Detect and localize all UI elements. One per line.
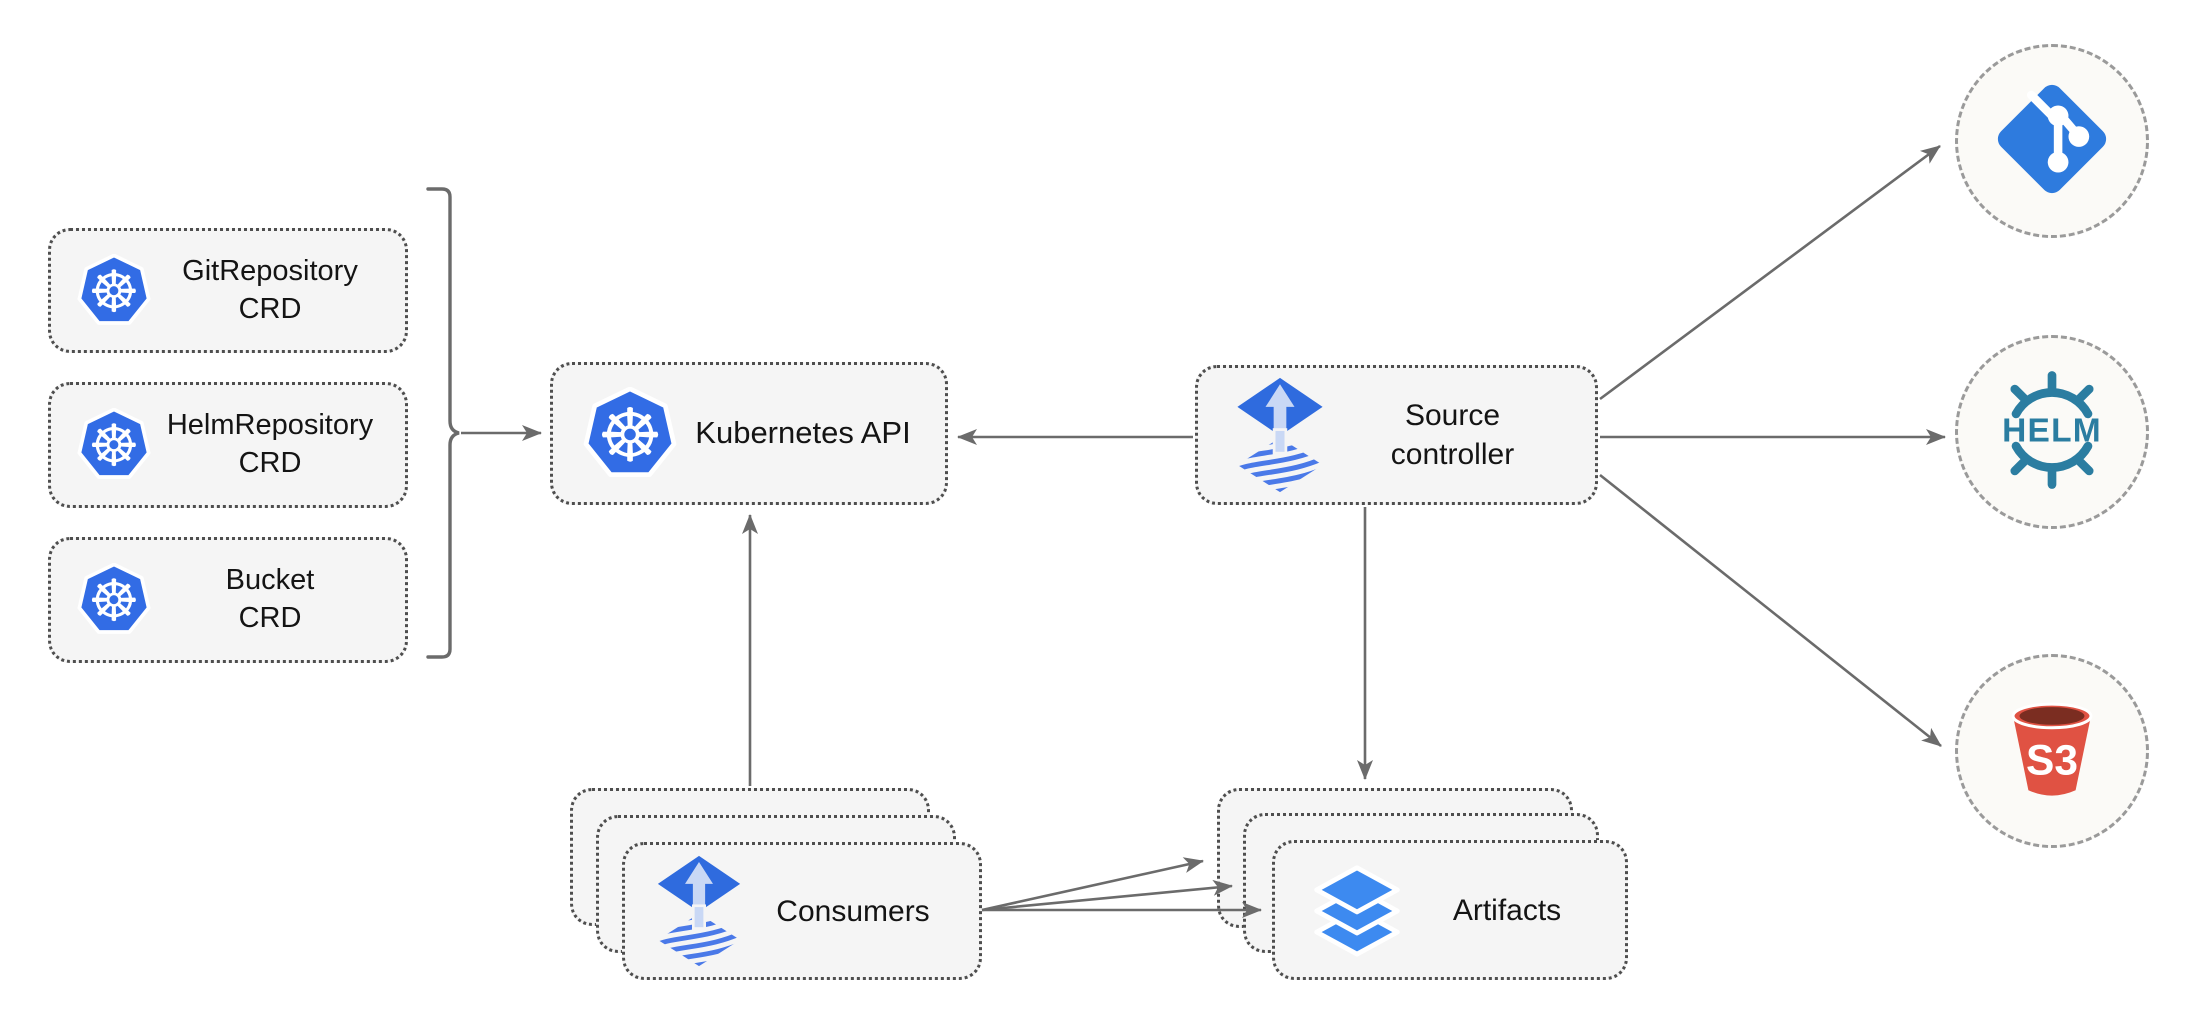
svg-text:☸: ☸ [597,394,663,476]
flux-source-icon [1234,377,1326,493]
edge-source-to-git [1599,144,1941,401]
node-git-repository [1955,44,2149,238]
helm-icon: HELM [1990,368,2114,497]
svg-text:☸: ☸ [88,569,140,633]
node-label: Kubernetes API [695,415,911,451]
node-label: Consumers [776,894,930,928]
edge-consumers-to-artifacts-1 [981,857,1204,912]
kubernetes-icon: ☸ [583,386,677,481]
svg-text:HELM: HELM [2002,412,2102,449]
svg-text:☸: ☸ [88,260,140,324]
layers-icon [1309,860,1405,960]
node-label: Artifacts [1452,893,1562,927]
edge-source-to-s3 [1599,473,1942,748]
kubernetes-icon: ☸ [77,408,151,482]
node-consumers: Consumers [622,842,982,980]
edge-consumers-to-artifacts-2 [981,879,1233,912]
node-artifacts: Artifacts [1272,840,1628,980]
kubernetes-icon: ☸ [77,563,151,637]
kubernetes-icon: ☸ [77,253,151,328]
git-icon [1991,78,2113,205]
node-s3-bucket: S3 [1955,654,2149,848]
svg-text:☸: ☸ [88,414,140,478]
flux-source-icon [655,855,743,967]
s3-bucket-icon: S3 [1993,690,2111,813]
node-helm-repository: HELM [1955,335,2149,529]
svg-text:S3: S3 [2026,737,2078,784]
crd-group-bracket [426,187,460,659]
node-kubernetes-api: ☸ Kubernetes API [550,362,948,505]
